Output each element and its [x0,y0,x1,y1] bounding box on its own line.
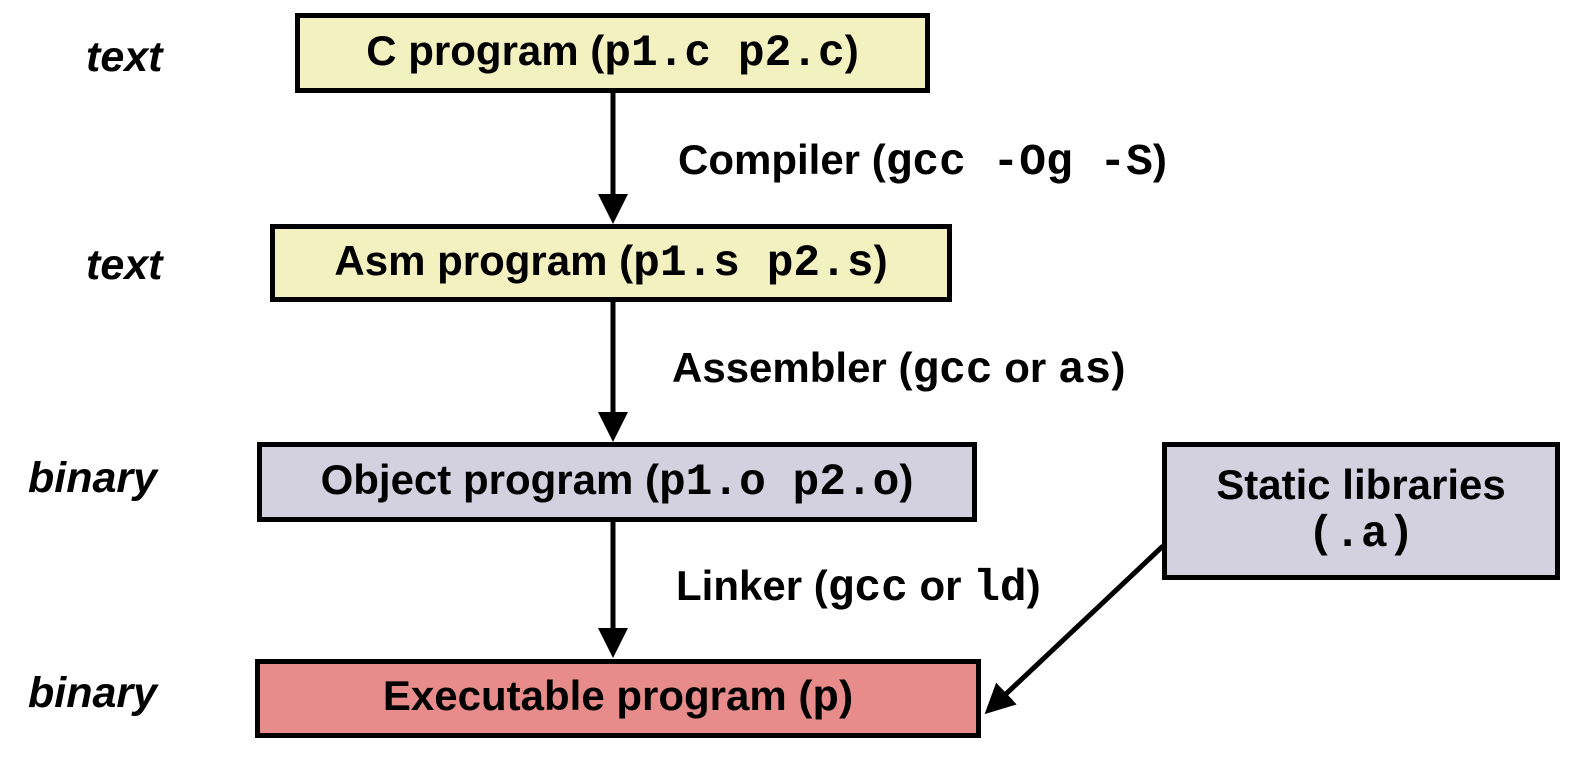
box-executable-program: Executable program (p) [255,659,981,738]
c-program-filenames: p1.c p2.c [604,28,845,79]
format-label-binary-1: binary [28,454,158,502]
linker-step-suffix: ) [1026,562,1041,609]
c-program-label: C program (p1.c p2.c) [366,26,859,79]
compiler-step-prefix: Compiler ( [678,136,886,183]
format-label-text-1: text [86,33,163,81]
static-libraries-link-arrow [984,544,1165,715]
linker-step-label: Linker (gcc or ld) [676,560,1041,615]
box-asm-program: Asm program (p1.s p2.s) [270,224,952,302]
box-static-libraries: Static libraries (.a) [1162,442,1560,580]
executable-program-filename: p [812,674,840,725]
assembler-step-suffix: ) [1111,344,1126,391]
asm-program-label: Asm program (p1.s p2.s) [334,236,888,289]
linker-step-or: or [907,562,974,609]
executable-program-label: Executable program (p) [383,674,853,723]
object-program-label-prefix: Object program ( [320,455,659,503]
box-object-program: Object program (p1.o p2.o) [257,442,977,522]
assembler-step-prefix: Assembler ( [672,344,913,391]
linker-step-command-1: gcc [827,564,908,614]
format-label-text-2: text [86,241,163,289]
compiler-step-command: gcc -Og -S [885,138,1153,188]
compiler-step-suffix: ) [1152,136,1167,183]
asm-program-filenames: p1.s p2.s [633,238,874,289]
assembler-step-label: Assembler (gcc or as) [672,342,1125,397]
assembler-step-command-2: as [1057,346,1112,396]
executable-program-label-suffix: ) [839,672,854,720]
c-program-label-suffix: ) [844,26,859,74]
static-libraries-extension: (.a) [1307,509,1415,560]
format-label-binary-2: binary [28,669,158,717]
assembler-step-command-1: gcc [912,346,993,396]
c-program-label-prefix: C program ( [366,26,605,74]
object-program-label: Object program (p1.o p2.o) [320,455,914,508]
executable-program-label-prefix: Executable program ( [382,672,813,720]
object-program-label-suffix: ) [899,455,914,503]
linker-step-prefix: Linker ( [676,562,828,609]
linker-step-command-2: ld [973,564,1027,614]
compiler-step-label: Compiler (gcc -Og -S) [678,134,1167,189]
asm-program-label-suffix: ) [873,236,888,284]
box-c-program: C program (p1.c p2.c) [295,13,930,93]
object-program-filenames: p1.o p2.o [658,457,900,508]
assembler-step-or: or [992,344,1058,391]
static-libraries-title: Static libraries [1216,461,1506,509]
asm-program-label-prefix: Asm program ( [334,236,634,284]
